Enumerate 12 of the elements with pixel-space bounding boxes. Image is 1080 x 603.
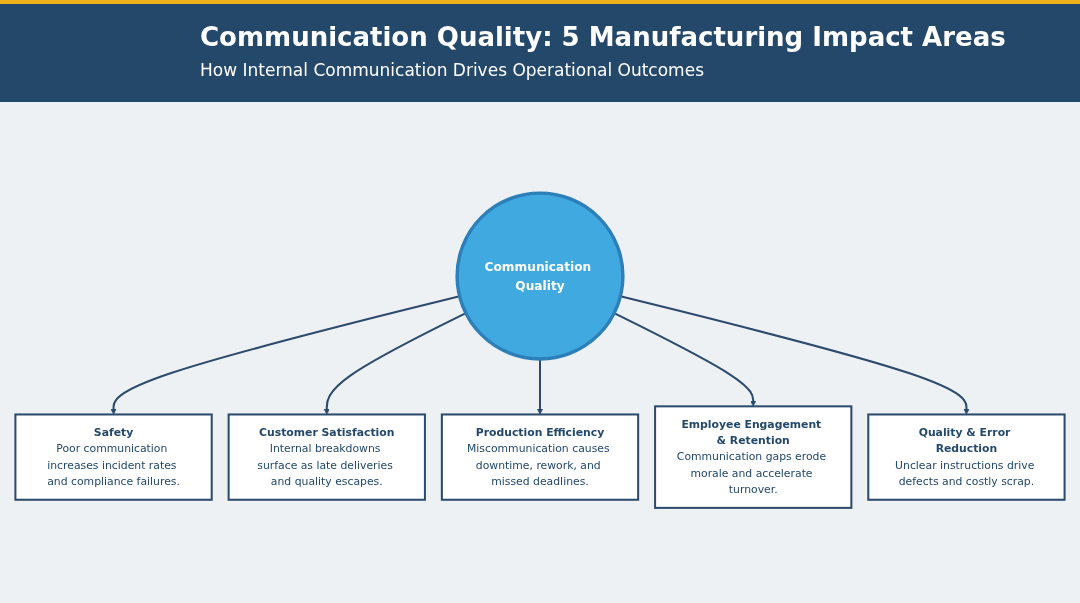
arrow [613,312,757,407]
node-box: Quality & Error Reduction Unclear instructions drive defects and costly scrap. [867,413,1066,501]
subtitle: How Internal Communication Drives Operational Outcomes [200,60,704,80]
arrow [620,295,970,415]
node-circle: Communication Quality [455,191,625,361]
node-box: Employee Engagement & Retention Communication gaps erode morale and accelerate turnover. [654,405,853,509]
node-box: Production Efficiency Miscommunication causes downtime, rework, and missed deadlines. [440,413,640,501]
arrow [110,295,460,415]
arrow [537,358,543,415]
node-box: Customer Satisfaction Internal breakdowns surface as late deliveries and quality escapes. [227,413,426,501]
node-box: Safety Poor communication increases incident rates and compliance failures. [14,413,213,501]
title: Communication Quality: 5 Manufacturing Impact Areas [200,22,1006,52]
